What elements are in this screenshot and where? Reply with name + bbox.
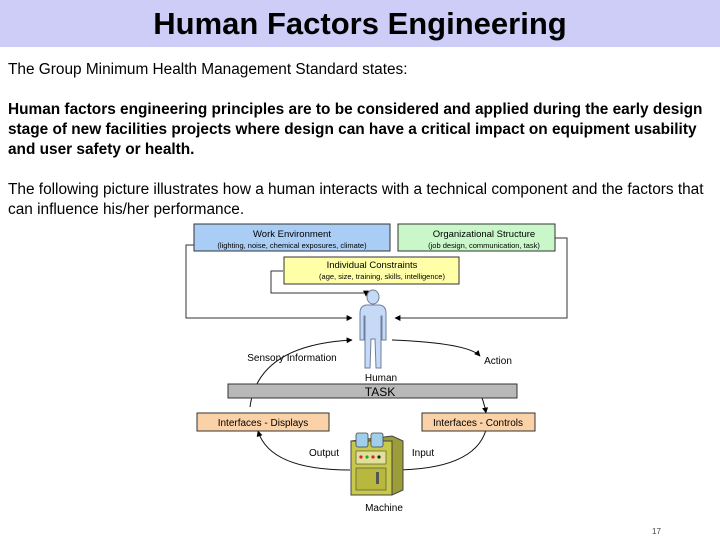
individual-constraints-box: Individual Constraints (age, size, train… xyxy=(283,256,460,285)
interfaces-displays-rect xyxy=(196,412,330,432)
human-label: Human xyxy=(365,373,397,384)
individual-constraints-detail: (age, size, training, skills, intelligen… xyxy=(319,272,445,281)
sensory-information-label: Sensory Information xyxy=(247,353,337,364)
work-environment-detail: (lighting, noise, chemical exposures, cl… xyxy=(217,241,367,250)
individual-constraints-title: Individual Constraints xyxy=(327,260,418,271)
task-bar-rect xyxy=(227,383,518,399)
organizational-structure-rect xyxy=(397,223,556,252)
interfaces-displays-label: Interfaces - Displays xyxy=(218,418,309,429)
interfaces-controls-rect xyxy=(421,412,536,432)
input-label: Input xyxy=(412,448,434,459)
individual-constraints-rect xyxy=(283,256,460,285)
slide-title: Human Factors Engineering xyxy=(153,5,567,41)
output-label: Output xyxy=(309,448,339,459)
title-bar: Human Factors Engineering xyxy=(0,0,720,47)
interfaces-controls-label: Interfaces - Controls xyxy=(433,418,523,429)
organizational-structure-title: Organizational Structure xyxy=(433,229,535,240)
description-text: The following picture illustrates how a … xyxy=(8,181,704,218)
intro-text: The Group Minimum Health Management Stan… xyxy=(8,61,408,78)
task-bar: TASK xyxy=(227,383,518,399)
quote-text: Human factors engineering principles are… xyxy=(8,101,703,158)
work-environment-box: Work Environment (lighting, noise, chemi… xyxy=(193,223,391,252)
action-label: Action xyxy=(484,356,512,367)
interfaces-displays-box: Interfaces - Displays xyxy=(196,412,330,432)
human-figure-icon xyxy=(359,289,387,369)
slide-body: The Group Minimum Health Management Stan… xyxy=(8,60,714,240)
task-label: TASK xyxy=(365,385,395,399)
work-environment-title: Work Environment xyxy=(253,229,331,240)
page-number: 17 xyxy=(652,527,661,536)
influence-lines xyxy=(185,237,568,321)
organizational-structure-box: Organizational Structure (job design, co… xyxy=(397,223,556,252)
interfaces-controls-box: Interfaces - Controls xyxy=(421,412,536,432)
machine-label: Machine xyxy=(365,503,403,514)
machine-icon xyxy=(350,432,404,496)
work-environment-rect xyxy=(193,223,391,252)
organizational-structure-detail: (job design, communication, task) xyxy=(428,241,540,250)
